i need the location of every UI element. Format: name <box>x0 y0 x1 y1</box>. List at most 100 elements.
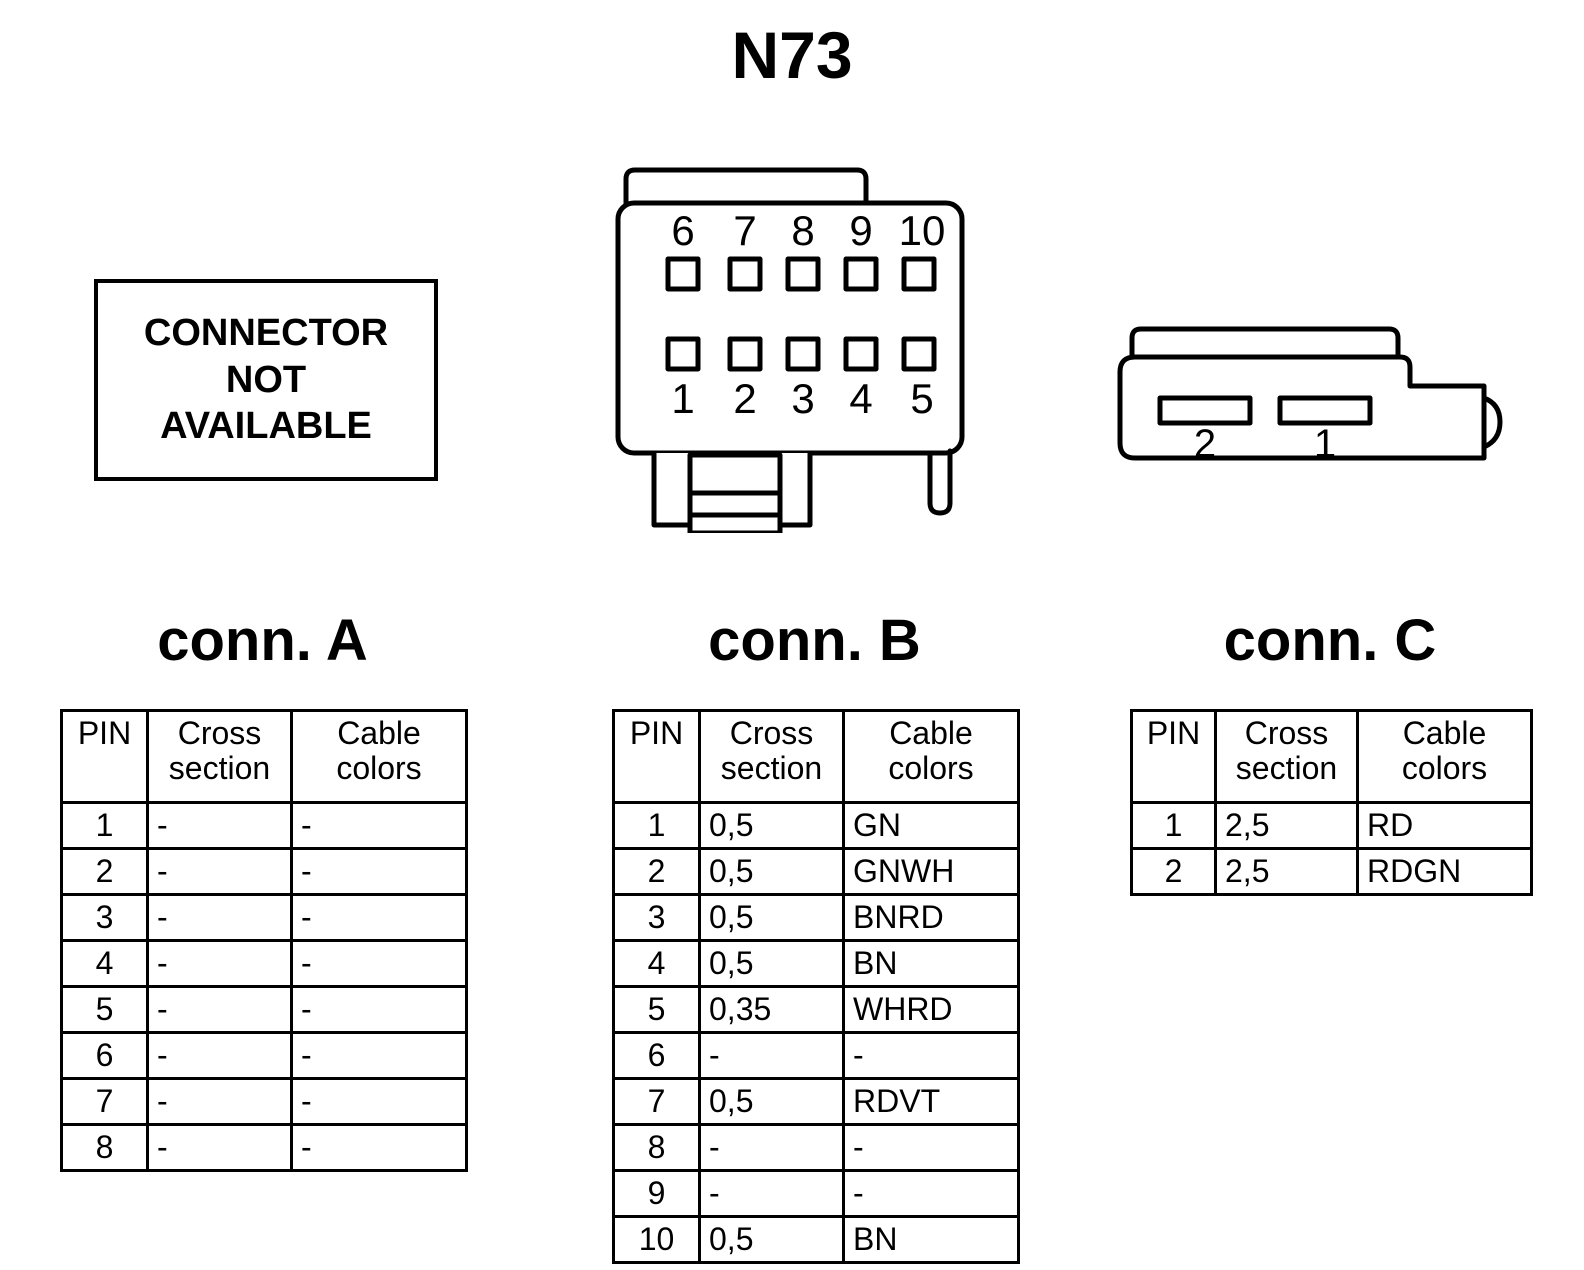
column-header-pin: PIN <box>612 709 701 804</box>
cell-cable-color: - <box>290 847 468 896</box>
connector-not-available-box: CONNECTOR NOT AVAILABLE <box>94 279 438 481</box>
cell-cable-color: GN <box>842 801 1020 850</box>
page-title: N73 <box>731 18 853 92</box>
connector-b-label-8: 8 <box>791 207 814 254</box>
cross-section-line-2: section <box>168 749 271 786</box>
table-header-row: PIN Cross section Cable colors <box>60 709 468 804</box>
connector-c-diagram: 2 1 <box>1112 310 1512 470</box>
connector-b-side-tab <box>927 448 953 516</box>
conn-a-table-head: PIN Cross section Cable colors <box>60 709 468 804</box>
connector-c-body <box>1117 354 1487 461</box>
cell-pin: 6 <box>612 1031 701 1080</box>
cable-colors-line-1: Cable <box>1402 715 1487 751</box>
cell-pin: 8 <box>612 1123 701 1172</box>
cell-pin: 9 <box>612 1169 701 1218</box>
connector-b-label-4: 4 <box>849 375 872 422</box>
cross-section-line-1: Cross <box>177 715 262 751</box>
cell-cross-section: - <box>698 1123 845 1172</box>
cell-pin: 7 <box>612 1077 701 1126</box>
cell-cross-section: 0,35 <box>698 985 845 1034</box>
cell-cable-color: BNRD <box>842 893 1020 942</box>
table-row: 7-- <box>60 1077 468 1126</box>
connector-c-svg: 2 1 <box>1117 326 1503 466</box>
cell-cross-section: - <box>146 1031 293 1080</box>
cell-cross-section: 2,5 <box>1214 847 1359 896</box>
cell-pin: 3 <box>612 893 701 942</box>
cell-cable-color: RDVT <box>842 1077 1020 1126</box>
cell-pin: 3 <box>60 893 149 942</box>
table-row: 2-- <box>60 847 468 896</box>
column-header-cable-colors: Cable colors <box>1356 709 1533 804</box>
cell-cable-color: BN <box>842 1215 1020 1264</box>
column-header-cross-section: Cross section <box>146 709 293 804</box>
connector-b-label-5: 5 <box>910 375 933 422</box>
cell-cable-color: - <box>290 939 468 988</box>
connector-b-cavity-6 <box>665 256 701 292</box>
cell-cable-color: - <box>842 1031 1020 1080</box>
table-row: 3-- <box>60 893 468 942</box>
cell-cable-color: WHRD <box>842 985 1020 1034</box>
connector-b-label-3: 3 <box>791 375 814 422</box>
connector-b-cavity-5 <box>901 336 937 372</box>
column-header-pin: PIN <box>60 709 149 804</box>
conn-c-heading: conn. C <box>1223 608 1437 673</box>
cell-cable-color: - <box>842 1169 1020 1218</box>
cell-cross-section: 0,5 <box>698 939 845 988</box>
connector-c-slot-1 <box>1277 395 1373 426</box>
connector-c-right-bump <box>1481 395 1503 450</box>
cell-cross-section: 2,5 <box>1214 801 1359 850</box>
table-row: 6-- <box>612 1031 1020 1080</box>
table-row: 6-- <box>60 1031 468 1080</box>
connector-b-cavity-10 <box>901 256 937 292</box>
cable-colors-line-2: colors <box>336 749 422 786</box>
cell-pin: 4 <box>60 939 149 988</box>
connector-b-label-9: 9 <box>849 207 872 254</box>
cell-pin: 8 <box>60 1123 149 1172</box>
connector-b-diagram: 6 7 8 9 10 1 2 3 4 5 <box>612 163 992 533</box>
table-row: 9-- <box>612 1169 1020 1218</box>
connector-b-label-10: 10 <box>899 207 946 254</box>
connector-b-rear-shroud <box>623 167 869 211</box>
connector-b-label-6: 6 <box>671 207 694 254</box>
connector-c-label-2: 2 <box>1194 422 1216 466</box>
cross-section-line-2: section <box>1235 749 1338 786</box>
connector-b-label-2: 2 <box>733 375 756 422</box>
cell-cable-color: - <box>290 1123 468 1172</box>
cross-section-line-1: Cross <box>1244 715 1329 751</box>
cell-cable-color: BN <box>842 939 1020 988</box>
conn-a-table-body: 1--2--3--4--5--6--7--8-- <box>60 801 468 1172</box>
cable-colors-line-2: colors <box>888 749 974 786</box>
cell-pin: 2 <box>60 847 149 896</box>
conn-b-table-head: PIN Cross section Cable colors <box>612 709 1020 804</box>
connector-b-cavity-4 <box>843 336 879 372</box>
cell-cross-section: - <box>698 1169 845 1218</box>
cell-pin: 4 <box>612 939 701 988</box>
not-available-line-1: CONNECTOR <box>143 311 389 354</box>
conn-a-heading: conn. A <box>157 608 368 673</box>
table-row: 5-- <box>60 985 468 1034</box>
not-available-line-2: NOT <box>225 358 307 401</box>
cell-pin: 2 <box>1130 847 1217 896</box>
connector-c-label-1: 1 <box>1314 422 1336 466</box>
connector-b-label-1: 1 <box>671 375 694 422</box>
conn-c-table-head: PIN Cross section Cable colors <box>1130 709 1533 804</box>
cell-pin: 5 <box>60 985 149 1034</box>
table-row: 8-- <box>60 1123 468 1172</box>
cell-cable-color: RD <box>1356 801 1533 850</box>
cell-pin: 1 <box>1130 801 1217 850</box>
column-header-cross-section: Cross section <box>1214 709 1359 804</box>
table-header-row: PIN Cross section Cable colors <box>1130 709 1533 804</box>
cell-cable-color: - <box>842 1123 1020 1172</box>
cross-section-line-1: Cross <box>729 715 814 751</box>
cell-cross-section: - <box>146 801 293 850</box>
